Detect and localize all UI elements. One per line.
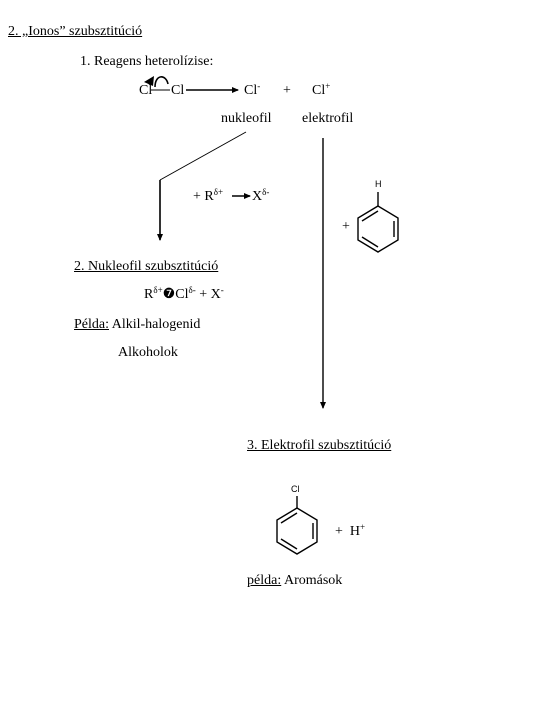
diagonal-line: [159, 131, 247, 181]
section2-example-2: Alkoholok: [118, 345, 178, 360]
benzene-ring: [357, 192, 399, 253]
chlorobenzene-ring: [276, 496, 318, 555]
reaction1-plus: +: [283, 83, 291, 98]
nucleophile-label: nukleofil: [221, 111, 272, 126]
reactant-cl-right: Cl: [171, 83, 185, 98]
step1-label: 1. Reagens heterolízise:: [80, 54, 214, 69]
section3-product: + H+: [335, 522, 366, 539]
section2-equation: Rδ+❼Clδ- + X-: [144, 285, 224, 302]
reactant-cl-left: Cl: [139, 83, 153, 98]
benzene-plus: +: [342, 219, 350, 234]
main-heading: 2. „Ionos” szubsztitúció: [8, 24, 143, 39]
reaction2-x: Xδ-: [252, 187, 270, 204]
reaction2-r: + Rδ+: [193, 187, 224, 204]
section3-heading: 3. Elektrofil szubsztitúció: [247, 438, 392, 453]
section2-example: Példa: Alkil-halogenid: [74, 317, 201, 332]
benzene-h-label: H: [375, 179, 382, 189]
electrophile-label: elektrofil: [302, 111, 354, 126]
product-cl-anion: Cl-: [244, 81, 261, 98]
chlorobenzene-cl-label: Cl: [291, 484, 300, 494]
section2-heading: 2. Nukleofil szubsztitúció: [74, 259, 219, 274]
curved-electron-arrow: [154, 76, 169, 88]
section3-example: példa: Aromások: [247, 573, 343, 588]
product-cl-cation: Cl+: [312, 81, 331, 98]
curved-arrow-head: [144, 76, 154, 86]
